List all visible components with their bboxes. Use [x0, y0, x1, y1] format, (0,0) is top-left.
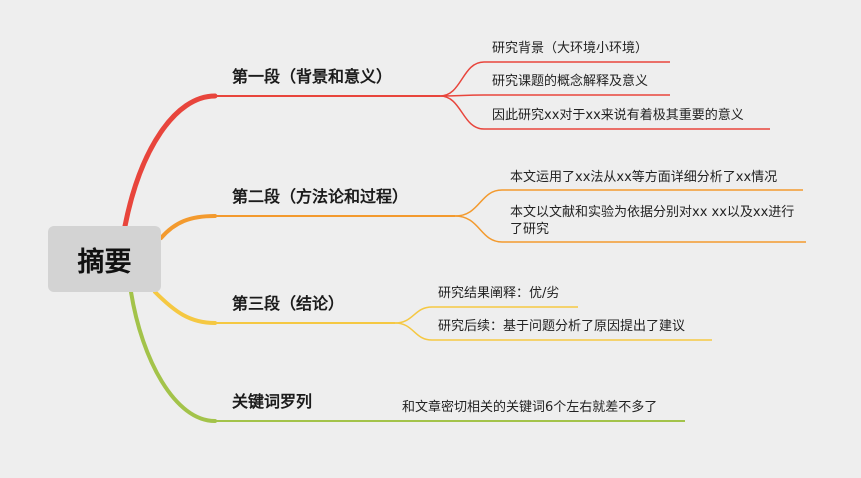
connector-root-branch-3 [153, 290, 217, 325]
branch-3-label[interactable]: 第三段（结论） [232, 294, 345, 313]
branch-3-child-1[interactable]: 研究结果阐释：优/劣 [438, 286, 560, 301]
connector-branch-1-child-3 [439, 95, 485, 130]
branch-1-child-3[interactable]: 因此研究xx对于xx来说有着极其重要的意义 [492, 108, 744, 123]
connector-branch-2-child-2 [454, 215, 503, 243]
connector-root-branch-2 [159, 214, 217, 240]
branch-2-child-1[interactable]: 本文运用了xx法从xx等方面详细分析了xx情况 [510, 170, 778, 185]
branch-3-child-2[interactable]: 研究后续：基于问题分析了原因提出了建议 [438, 319, 686, 334]
connector-root-branch-4 [129, 290, 217, 423]
branch-2-child-2[interactable]: 本文以文献和实验为依据分别对xx xx以及xx进行了研究 [510, 205, 795, 237]
branch-1-child-2[interactable]: 研究课题的概念解释及意义 [492, 74, 649, 89]
connector-branch-2-child-1 [454, 189, 503, 217]
branch-1-label[interactable]: 第一段（背景和意义） [232, 67, 393, 86]
branch-2-label[interactable]: 第二段（方法论和过程） [232, 187, 409, 206]
connector-branch-3-child-1 [394, 306, 433, 324]
connector-branch-3-child-2 [394, 322, 433, 341]
root-node[interactable]: 摘要 [48, 226, 161, 292]
connector-root-branch-1 [122, 93, 218, 229]
connector-branch-1-child-1 [439, 61, 485, 97]
branch-4-child-1[interactable]: 和文章密切相关的关键词6个左右就差不多了 [402, 400, 658, 415]
branch-1-child-1[interactable]: 研究背景（大环境小环境） [492, 41, 649, 56]
branch-4-label[interactable]: 关键词罗列 [232, 392, 313, 411]
